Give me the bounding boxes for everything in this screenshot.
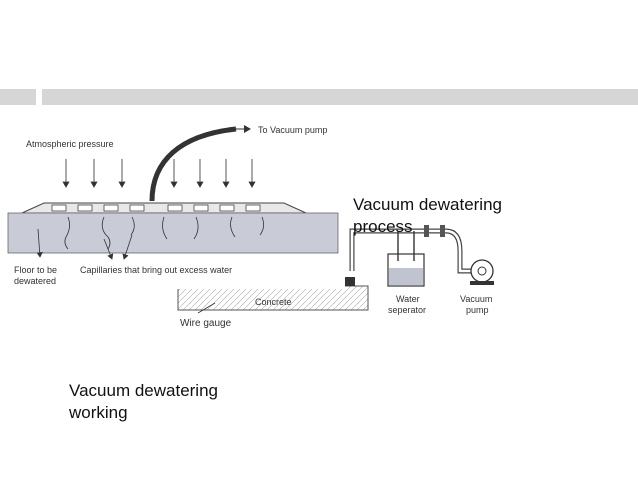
caption-process-line-1: Vacuum dewatering — [353, 195, 502, 214]
pressure-arrows — [62, 159, 256, 188]
header-bar-left — [0, 89, 36, 105]
floor-label-2: dewatered — [14, 276, 56, 286]
caption-working-line-2: working — [69, 403, 128, 422]
wire-gauge-pointer — [197, 302, 216, 314]
caption-process: Vacuum dewatering process — [353, 194, 553, 238]
mat-channels — [51, 204, 261, 212]
caption-working-line-1: Vacuum dewatering — [69, 381, 218, 400]
atmospheric-pressure-label: Atmospheric pressure — [26, 139, 114, 149]
suction-mat — [343, 277, 355, 286]
water-separator-label-2: seperator — [388, 305, 426, 315]
to-vacuum-pump-label: To Vacuum pump — [258, 125, 327, 135]
vacuum-pump-label-1: Vacuum — [460, 294, 492, 304]
floor-label-1: Floor to be — [14, 265, 57, 275]
floor-slab — [7, 212, 339, 254]
header-bar-right — [42, 89, 638, 105]
floor-pointer — [36, 228, 43, 258]
water-separator-label-1: Water — [396, 294, 420, 304]
suction-hose — [149, 126, 237, 202]
capillaries — [64, 216, 264, 250]
vacuum-dewatering-diagram: Concrete Wire gauge Water seperator Vacu… — [0, 121, 510, 344]
capillary-pointer-1 — [103, 238, 114, 260]
caption-working: Vacuum dewatering working — [69, 380, 289, 424]
capillaries-label: Capillaries that bring out excess water — [80, 265, 232, 275]
capillary-pointer-2 — [122, 234, 133, 260]
wire-gauge-label: Wire gauge — [180, 318, 232, 329]
concrete-label: Concrete — [255, 297, 292, 307]
vacuum-pump — [470, 259, 494, 283]
caption-process-line-2: process — [353, 217, 413, 236]
vacuum-pump-label-2: pump — [466, 305, 489, 315]
